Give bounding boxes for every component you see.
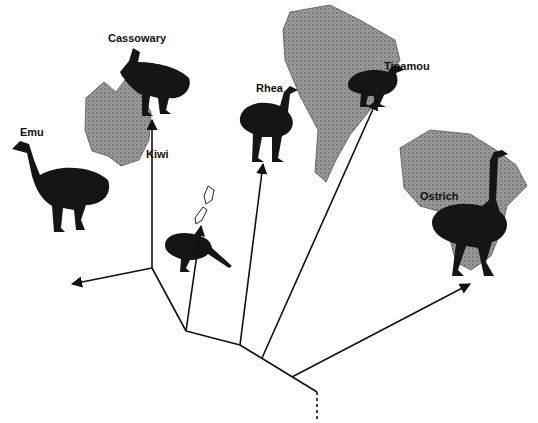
cassowary-silhouette [120,48,190,116]
bird-silhouettes [12,48,508,276]
ostrich-branch [292,284,470,377]
root-stub [316,392,318,420]
rhea-silhouette [240,86,298,162]
tree-branch [240,345,317,392]
emu-branch [72,268,152,284]
phylogenetic-tree [72,100,470,420]
rhea-branch [240,164,263,345]
species-label: Emu [20,126,44,139]
species-label: Ostrich [420,190,459,203]
species-label: Tinamou [384,60,430,73]
ostrich-silhouette [432,150,508,276]
species-label: Rhea [256,82,283,95]
new-zealand-map [195,186,214,224]
species-label: Kiwi [146,148,169,161]
emu-silhouette [12,141,109,232]
tinamou-branch [262,100,377,358]
cassowary-branch [151,120,153,268]
tree-branch [152,268,186,331]
tree-branch [186,331,240,345]
kiwi-branch [186,226,201,331]
species-label: Cassowary [108,32,166,45]
